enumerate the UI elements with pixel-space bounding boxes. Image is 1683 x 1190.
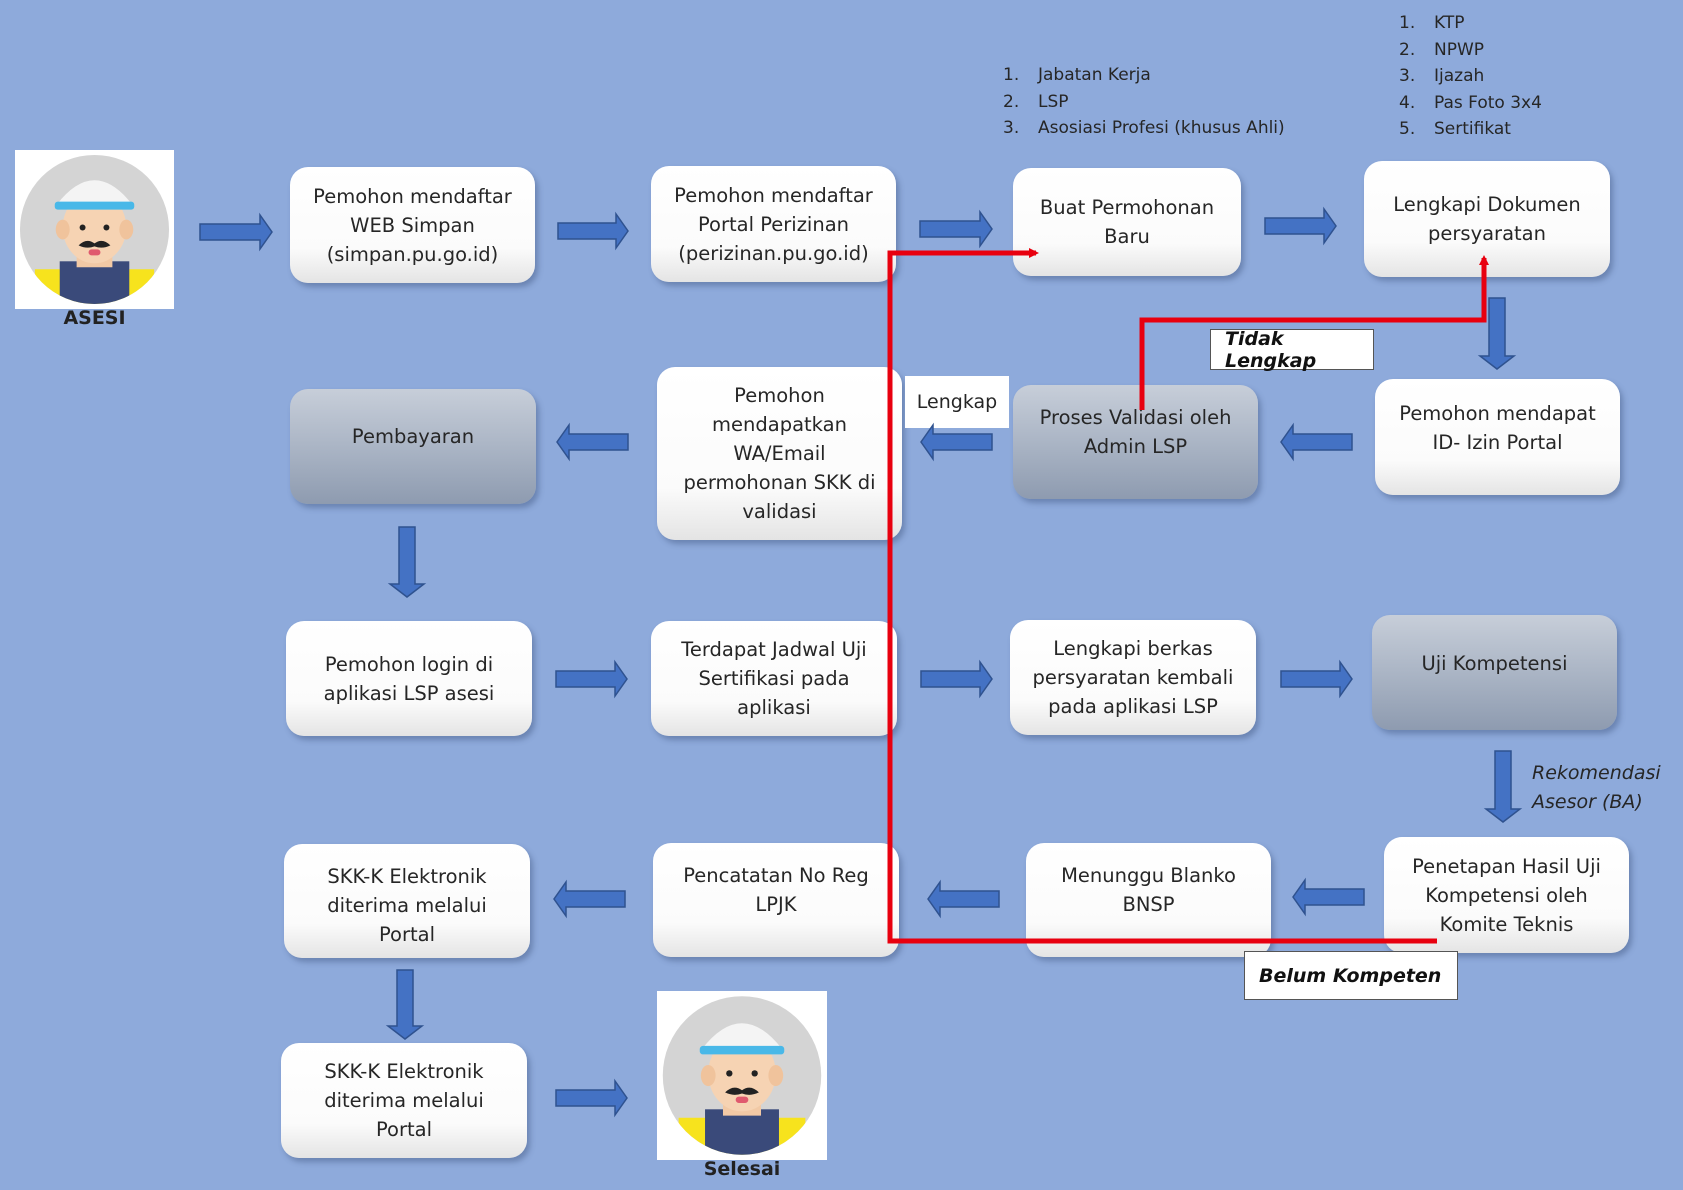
step-lengkapi-berkas: Lengkapi berkas persyaratan kembali pada…	[1010, 620, 1256, 735]
list-item: 5.Sertifikat	[1399, 119, 1511, 139]
arrow-right-icon	[557, 211, 629, 251]
step-jadwal-uji: Terdapat Jadwal Uji Sertifikasi pada apl…	[651, 621, 897, 736]
step-buat-permohonan: Buat Permohonan Baru	[1013, 168, 1241, 276]
arrow-left-icon	[1280, 422, 1353, 462]
worker-avatar-icon	[19, 154, 170, 305]
list-item: 1.Jabatan Kerja	[1003, 65, 1151, 85]
arrow-right-icon	[555, 659, 628, 699]
step-pembayaran: Pembayaran	[290, 389, 536, 504]
step-notifikasi-validasi: Pemohon mendapatkan WA/Email permohonan …	[657, 367, 902, 540]
arrow-right-icon	[1264, 206, 1337, 246]
step-menunggu-blanko: Menunggu Blanko BNSP	[1026, 843, 1271, 957]
step-penetapan-hasil: Penetapan Hasil Uji Kompetensi oleh Komi…	[1384, 837, 1629, 953]
arrow-right-icon	[555, 1078, 628, 1118]
arrow-left-icon	[556, 422, 629, 462]
arrow-right-icon	[919, 209, 993, 249]
step-login-lsp: Pemohon login di aplikasi LSP asesi	[286, 621, 532, 736]
step-lengkapi-dokumen: Lengkapi Dokumen persyaratan	[1364, 161, 1610, 277]
start-actor-caption: ASESI	[63, 307, 126, 329]
step-daftar-simpan: Pemohon mendaftar WEB Simpan (simpan.pu.…	[290, 167, 535, 283]
list-item: 3.Asosiasi Profesi (khusus Ahli)	[1003, 118, 1285, 138]
arrow-left-icon	[1292, 877, 1365, 917]
start-avatar-card	[15, 150, 174, 309]
list-item: 1.KTP	[1399, 13, 1465, 33]
arrow-right-icon	[199, 212, 273, 252]
arrow-left-icon	[553, 879, 626, 919]
list-item: 2.NPWP	[1399, 39, 1485, 60]
list-item: 2.LSP	[1003, 91, 1069, 112]
arrow-down-icon	[387, 526, 427, 598]
step-daftar-perizinan: Pemohon mendaftar Portal Perizinan (peri…	[651, 166, 896, 282]
arrow-down-icon	[385, 969, 425, 1040]
arrow-right-icon	[1280, 659, 1353, 699]
arrow-right-icon	[920, 659, 993, 699]
step-uji-kompetensi: Uji Kompetensi	[1372, 615, 1617, 730]
end-actor-caption: Selesai	[703, 1158, 781, 1180]
rekomendasi-asesor-label: Rekomendasi Asesor (BA)	[1532, 762, 1661, 813]
end-avatar-card	[657, 991, 827, 1160]
step-skk-diterima-2: SKK-K Elektronik diterima melalui Portal	[281, 1043, 527, 1158]
lengkap-label: Lengkap	[905, 376, 1009, 428]
step-pencatatan-noreg: Pencatatan No Reg LPJK	[653, 843, 899, 957]
arrow-left-icon	[920, 422, 993, 462]
permohonan-list: 1.Jabatan Kerja 2.LSP 3.Asosiasi Profesi…	[1003, 62, 1285, 142]
arrow-left-icon	[927, 879, 1000, 919]
worker-avatar-icon	[662, 996, 822, 1155]
tidak-lengkap-label: Tidak Lengkap	[1210, 328, 1374, 372]
dokumen-list: 1.KTP 2.NPWP 3.Ijazah 4.Pas Foto 3x4 5.S…	[1399, 10, 1542, 143]
step-skk-diterima-1: SKK-K Elektronik diterima melalui Portal	[284, 844, 530, 958]
step-validasi-admin: Proses Validasi oleh Admin LSP	[1013, 385, 1258, 499]
arrow-down-icon	[1477, 297, 1517, 370]
step-dapat-id: Pemohon mendapat ID- Izin Portal	[1375, 379, 1620, 495]
list-item: 4.Pas Foto 3x4	[1399, 92, 1542, 113]
belum-kompeten-label: Belum Kompeten	[1244, 951, 1458, 1000]
arrow-down-icon	[1483, 750, 1523, 823]
list-item: 3.Ijazah	[1399, 66, 1485, 86]
